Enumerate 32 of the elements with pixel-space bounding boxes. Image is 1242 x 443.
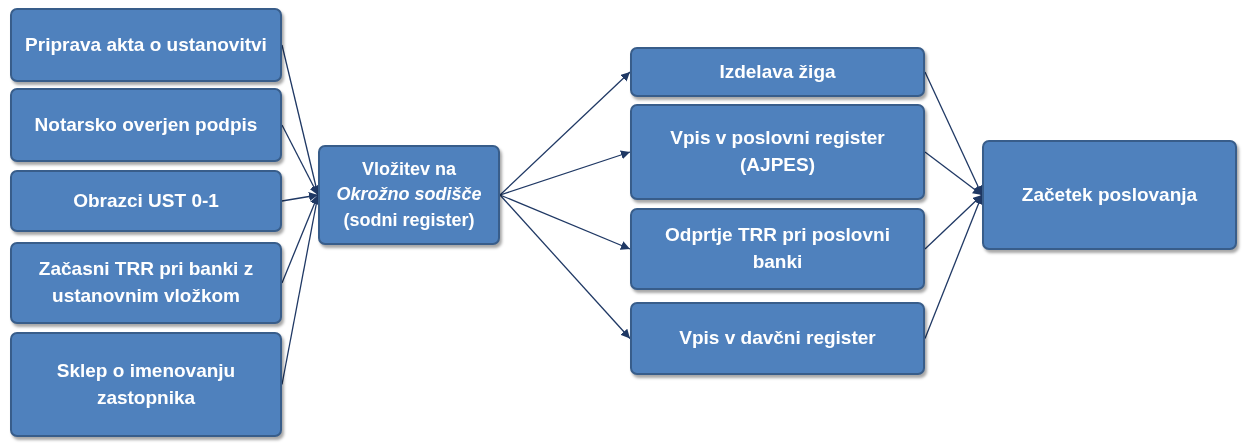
box-label: Vložitev na Okrožno sodišče (sodni register) — [335, 158, 483, 232]
arrow — [281, 124, 319, 196]
process-box — [982, 140, 1237, 250]
box-label: Notarsko overjen podpis — [34, 112, 258, 137]
box-label: Odprtje TRR pri poslovni banki — [664, 223, 891, 274]
process-box — [10, 332, 282, 437]
arrow — [281, 192, 319, 202]
arrow — [924, 194, 983, 250]
process-box — [10, 8, 282, 82]
arrow — [281, 194, 319, 284]
process-box — [10, 170, 282, 232]
arrow — [924, 151, 983, 196]
arrow — [499, 194, 631, 250]
box-label: Začasni TRR pri banki z ustanovnim vložkom — [37, 257, 255, 308]
box-label: Začetek poslovanja — [1021, 182, 1198, 207]
box-label: Obrazci UST 0-1 — [73, 188, 219, 213]
box-label: Vpis v poslovni register (AJPES) — [669, 126, 886, 177]
process-box — [318, 145, 500, 245]
arrow — [499, 150, 631, 196]
process-box — [630, 47, 925, 97]
process-box — [630, 208, 925, 290]
arrow — [499, 194, 631, 340]
box-label: Sklep o imenovanju zastopnika — [55, 358, 237, 410]
box-label: Izdelava žiga — [719, 59, 836, 84]
process-box — [630, 302, 925, 375]
box-label: Vpis v davčni register — [679, 326, 876, 351]
process-box — [10, 242, 282, 324]
arrow — [924, 71, 983, 196]
box-label: Priprava akta o ustanovitvi — [25, 32, 267, 57]
arrow — [499, 71, 631, 196]
process-box — [630, 104, 925, 200]
process-box — [10, 88, 282, 162]
